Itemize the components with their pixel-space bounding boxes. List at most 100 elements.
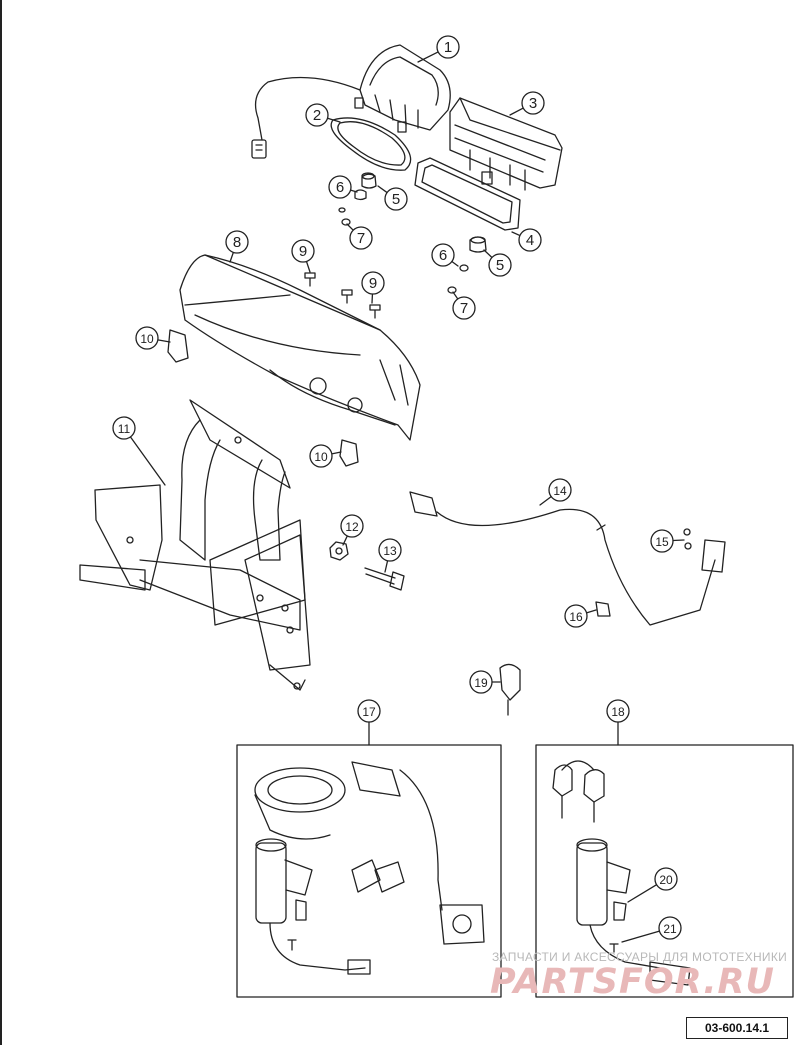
callout-10a-leader bbox=[157, 339, 171, 343]
part-3-display-unit bbox=[449, 97, 563, 191]
callout-9a-circle bbox=[291, 239, 315, 263]
callout-5a-circle bbox=[384, 187, 408, 211]
callout-6b-circle bbox=[431, 243, 455, 267]
small-hardware bbox=[338, 172, 487, 294]
callout-2-label: 2 bbox=[313, 107, 321, 124]
callout-8-leader bbox=[229, 251, 235, 263]
callout-6a-label: 6 bbox=[336, 179, 344, 196]
callout-20-leader bbox=[627, 884, 658, 903]
callout-10a-label: 10 bbox=[140, 332, 154, 346]
callout-6a-leader bbox=[349, 189, 358, 193]
callout-16-leader bbox=[585, 609, 597, 614]
callout-12-label: 12 bbox=[345, 520, 359, 534]
callout-3: 3 bbox=[509, 91, 545, 116]
callout-9b: 9 bbox=[361, 271, 385, 304]
callout-2-circle bbox=[305, 103, 329, 127]
parts-15-16 bbox=[595, 528, 726, 617]
part-10-clips bbox=[167, 329, 359, 467]
callout-19: 19 bbox=[469, 670, 501, 694]
callout-10b-leader bbox=[331, 451, 342, 455]
callout-14-label: 14 bbox=[553, 484, 567, 498]
callout-3-label: 3 bbox=[529, 95, 537, 112]
callout-13-leader bbox=[384, 560, 389, 573]
callout-9a-leader bbox=[305, 260, 311, 273]
kit-leader-lines bbox=[368, 721, 619, 746]
callout-11-circle bbox=[112, 416, 136, 440]
callout-1: 1 bbox=[417, 35, 460, 63]
callout-12: 12 bbox=[340, 514, 364, 546]
callout-6b-label: 6 bbox=[439, 247, 447, 264]
callout-5a-leader bbox=[377, 185, 388, 194]
callout-18: 18 bbox=[606, 699, 630, 723]
page-border-line bbox=[0, 0, 2, 1045]
callout-1-label: 1 bbox=[444, 39, 452, 56]
document-code: 03-600.14.1 bbox=[686, 1017, 788, 1039]
callout-21: 21 bbox=[621, 916, 682, 943]
callout-16-circle bbox=[564, 604, 588, 628]
callout-16: 16 bbox=[564, 604, 597, 628]
callout-13: 13 bbox=[378, 538, 402, 573]
callout-12-leader bbox=[342, 535, 348, 546]
kit-18-box bbox=[535, 744, 794, 998]
callout-11-leader bbox=[129, 436, 166, 486]
callout-10b-circle bbox=[309, 444, 333, 468]
parts-12-13-fasteners bbox=[329, 541, 405, 591]
callout-9b-circle bbox=[361, 271, 385, 295]
callout-18-circle bbox=[606, 699, 630, 723]
callout-5b-leader bbox=[483, 249, 493, 259]
callout-19-circle bbox=[469, 670, 493, 694]
callout-2-leader bbox=[326, 117, 341, 123]
callout-21-leader bbox=[621, 930, 661, 943]
callout-12-circle bbox=[340, 514, 364, 538]
callout-15: 15 bbox=[650, 529, 685, 553]
callout-17-circle bbox=[357, 699, 381, 723]
callout-7b-label: 7 bbox=[460, 300, 468, 317]
callout-7b-leader bbox=[452, 291, 459, 300]
part-19-key bbox=[499, 663, 521, 716]
callout-1-circle bbox=[436, 35, 460, 59]
callout-19-label: 19 bbox=[474, 676, 488, 690]
watermark-logo: PARTSFOR.RU bbox=[490, 962, 775, 1002]
callout-11: 11 bbox=[112, 416, 166, 486]
callout-21-circle bbox=[658, 916, 682, 940]
callout-10a-circle bbox=[135, 326, 159, 350]
callout-5b: 5 bbox=[483, 249, 512, 277]
callout-15-circle bbox=[650, 529, 674, 553]
callout-4-circle bbox=[518, 228, 542, 252]
callout-11-label: 11 bbox=[118, 422, 131, 436]
callout-20: 20 bbox=[627, 867, 678, 903]
callout-7b-circle bbox=[452, 296, 476, 320]
callout-7a-circle bbox=[349, 226, 373, 250]
callout-9a: 9 bbox=[291, 239, 315, 273]
kit-18-contents bbox=[552, 760, 691, 986]
callout-7a: 7 bbox=[346, 223, 373, 250]
callout-8-circle bbox=[225, 230, 249, 254]
callout-6a-circle bbox=[328, 175, 352, 199]
part-2-gasket bbox=[330, 117, 412, 171]
callout-13-circle bbox=[378, 538, 402, 562]
kit-17-contents bbox=[254, 761, 485, 975]
callout-1-leader bbox=[417, 51, 439, 63]
callout-5a-label: 5 bbox=[392, 191, 400, 208]
callout-5a: 5 bbox=[377, 185, 408, 211]
callout-3-leader bbox=[509, 107, 524, 116]
callout-7a-leader bbox=[346, 223, 354, 231]
callout-14: 14 bbox=[539, 478, 572, 506]
part-9-screws bbox=[304, 272, 381, 319]
callout-10b-label: 10 bbox=[314, 450, 328, 464]
callout-7b: 7 bbox=[452, 291, 476, 320]
callout-10b: 10 bbox=[309, 444, 342, 468]
callout-6b: 6 bbox=[431, 243, 459, 267]
callout-17-label: 17 bbox=[362, 705, 376, 719]
callout-15-label: 15 bbox=[655, 535, 669, 549]
callout-13-label: 13 bbox=[383, 544, 397, 558]
callout-17: 17 bbox=[357, 699, 381, 723]
callout-10a: 10 bbox=[135, 326, 171, 350]
callout-14-circle bbox=[548, 478, 572, 502]
callout-7a-label: 7 bbox=[357, 230, 365, 247]
callout-2: 2 bbox=[305, 103, 341, 127]
callout-8-label: 8 bbox=[233, 234, 241, 251]
